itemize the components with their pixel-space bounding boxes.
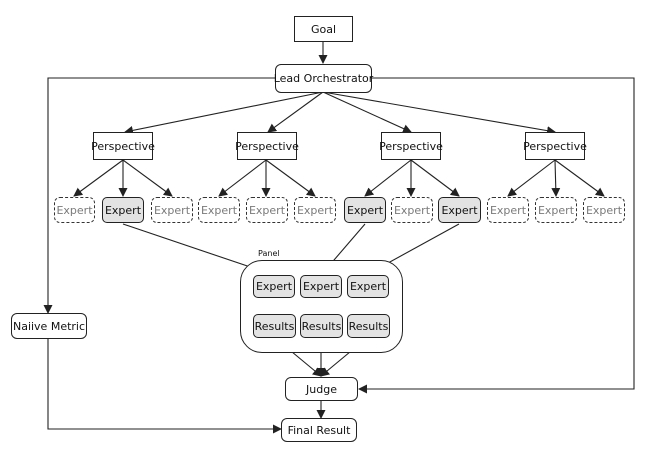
final-result-node: Final Result (281, 418, 357, 442)
perspective-label: Perspective (379, 139, 443, 153)
edge-p4-e2 (551, 159, 561, 197)
edge-p1-e1 (73, 159, 124, 197)
expert-node-4-2: Expert (535, 197, 577, 223)
lead-orchestrator-node: Lead Orchestrator (273, 64, 374, 93)
expert-node-3-2: Expert (391, 197, 433, 223)
edge-p2-e3 (265, 159, 316, 197)
expert-label: Expert (296, 203, 334, 217)
judge-node: Judge (285, 377, 358, 401)
expert-label: Expert (346, 203, 384, 217)
results-label: Results (348, 319, 389, 333)
goal-node: Goal (294, 16, 353, 42)
expert-node-2-1: Expert (198, 197, 240, 223)
edge-p3-e3 (410, 159, 460, 197)
edge-lead-perspective-1 (124, 91, 324, 135)
expert-node-2-2: Expert (246, 197, 288, 223)
expert-label: Expert (104, 203, 142, 217)
edge-p2-e1 (218, 159, 267, 197)
expert-label: Expert (537, 203, 575, 217)
results-label: Results (301, 319, 342, 333)
expert-label: Expert (153, 203, 191, 217)
naive-metric-label: Naiive Metric (12, 319, 86, 333)
results-label: Results (254, 319, 295, 333)
expert-label: Expert (255, 280, 293, 293)
expert-label: Expert (489, 203, 527, 217)
edge-p3-e1 (364, 159, 412, 197)
final-result-label: Final Result (287, 423, 351, 437)
panel-results-3: Results (347, 314, 390, 338)
expert-node-4-3: Expert (583, 197, 625, 223)
perspective-label: Perspective (91, 139, 155, 153)
perspective-node-4: Perspective (523, 132, 587, 160)
edge-naive-final (47, 339, 282, 434)
perspective-label: Perspective (235, 139, 299, 153)
naive-metric-node: Naiive Metric (11, 313, 87, 339)
perspective-node-1: Perspective (91, 132, 155, 160)
expert-label: Expert (248, 203, 286, 217)
edge-p4-e1 (507, 159, 556, 197)
panel-expert-1: Expert (253, 275, 295, 298)
edge-lead-perspective-2 (267, 91, 324, 133)
goal-label: Goal (310, 22, 337, 36)
panel-label: Panel (258, 249, 280, 258)
edge-lead-naive (43, 77, 276, 314)
expert-node-1-2: Expert (102, 197, 144, 223)
edge-lead-perspective-4 (322, 91, 556, 136)
lead-orchestrator-label: Lead Orchestrator (273, 72, 374, 85)
edge-p1-e3 (122, 159, 173, 197)
panel-container (240, 260, 403, 353)
panel-results-1: Results (253, 314, 296, 338)
edge-lead-judge (358, 77, 635, 394)
panel-results-2: Results (300, 314, 343, 338)
perspective-node-3: Perspective (379, 132, 443, 160)
expert-node-4-1: Expert (487, 197, 529, 223)
expert-node-2-3: Expert (294, 197, 336, 223)
expert-label: Expert (349, 280, 387, 293)
expert-label: Expert (302, 280, 340, 293)
expert-node-1-1: Expert (54, 197, 95, 223)
expert-node-3-1: Expert (344, 197, 386, 223)
expert-label: Expert (585, 203, 623, 217)
expert-label: Expert (441, 203, 478, 217)
expert-label: Expert (393, 203, 431, 217)
perspective-label: Perspective (523, 139, 587, 153)
expert-label: Expert (56, 203, 93, 217)
expert-node-1-3: Expert (151, 197, 193, 223)
edge-p4-e3 (554, 159, 605, 197)
perspective-node-2: Perspective (235, 132, 299, 160)
expert-node-3-3: Expert (438, 197, 481, 223)
expert-label: Expert (200, 203, 238, 217)
panel-expert-3: Expert (347, 275, 389, 298)
judge-label: Judge (306, 382, 337, 396)
panel-expert-2: Expert (300, 275, 342, 298)
edge-lead-perspective-3 (322, 91, 412, 133)
